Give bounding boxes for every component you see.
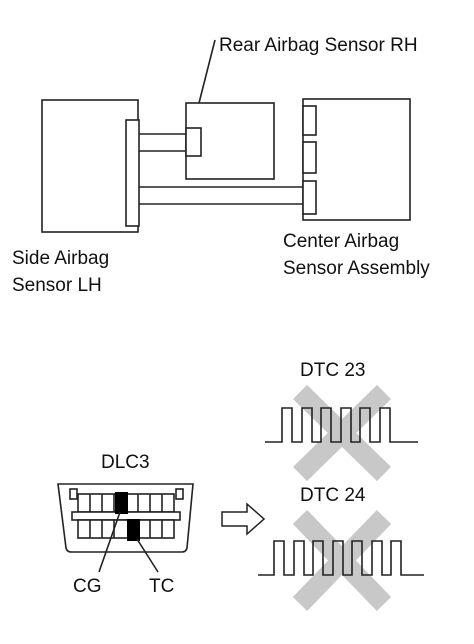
side-airbag-sensor-lh xyxy=(41,99,139,233)
center-connector-top xyxy=(302,105,317,136)
rear-sensor-connector xyxy=(185,127,202,157)
center-connector-bottom xyxy=(302,180,317,215)
center-sensor-label-line2: Sensor Assembly xyxy=(283,258,430,279)
rear-sensor-label: Rear Airbag Sensor RH xyxy=(219,35,418,56)
cg-terminal xyxy=(115,492,128,514)
dtc23-pulse-waveform xyxy=(265,407,418,443)
rear-sensor-leader-line xyxy=(198,39,216,104)
gray-x-icon xyxy=(292,510,392,611)
center-airbag-sensor-assembly xyxy=(302,98,411,221)
tc-label: TC xyxy=(149,576,174,597)
tc-terminal xyxy=(127,519,140,541)
cg-label: CG xyxy=(73,576,102,597)
gray-x-icon xyxy=(293,384,391,482)
tc-leader-line xyxy=(136,538,159,573)
dtc24-pulse-waveform xyxy=(258,540,424,576)
side-sensor-label-line1: Side Airbag xyxy=(12,248,109,269)
dlc3-left-tab xyxy=(69,488,78,500)
dtc23-waveform-group: DTC 23 xyxy=(265,360,418,482)
sensor-wiring-diagram: Rear Airbag Sensor RH Side Airbag Sensor… xyxy=(12,35,430,296)
hollow-right-arrow-icon xyxy=(221,502,266,536)
dtc24-waveform-group: DTC 24 xyxy=(258,485,424,611)
dlc3-right-tab xyxy=(175,488,184,500)
dlc3-connector-diagram: DLC3 CG xyxy=(57,452,194,597)
center-sensor-label-line1: Center Airbag xyxy=(283,231,399,252)
side-sensor-label-line2: Sensor LH xyxy=(12,275,102,296)
dlc3-label: DLC3 xyxy=(101,452,150,473)
side-sensor-connector xyxy=(125,119,140,227)
center-connector-middle xyxy=(302,141,317,174)
cg-leader-line xyxy=(98,511,121,573)
dtc24-label: DTC 24 xyxy=(300,485,366,506)
dtc23-label: DTC 23 xyxy=(300,360,365,381)
dlc3-bottom-pin-row xyxy=(77,519,175,539)
